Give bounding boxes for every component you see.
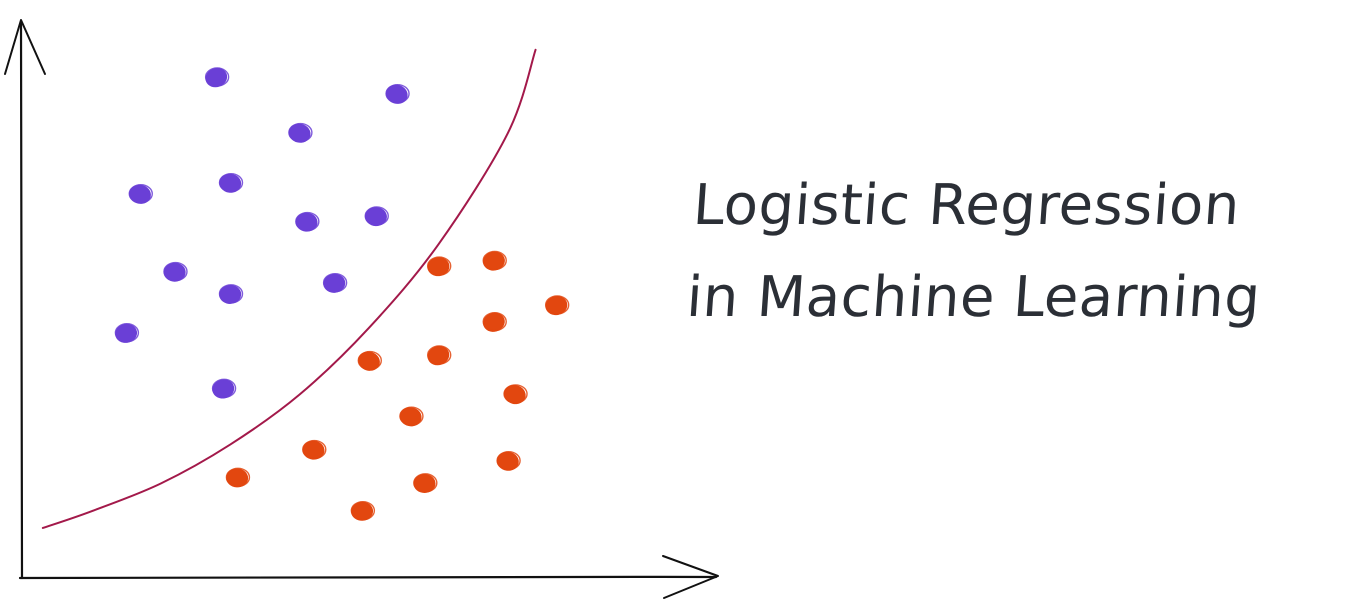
class-b-point: [399, 406, 424, 427]
title-line-2: in Machine Learning: [684, 265, 1263, 330]
axes: [4, 19, 719, 599]
class-b-point: [357, 350, 382, 371]
page-title: Logistic Regression in Machine Learning: [684, 160, 1357, 344]
logistic-regression-plot: [4, 19, 719, 599]
x-axis: [18, 575, 718, 580]
class-b-point: [482, 250, 507, 271]
class-a-point: [218, 284, 244, 304]
x-axis-arrowhead: [662, 555, 719, 599]
class-b-point: [482, 311, 507, 332]
class-b-point: [496, 450, 521, 471]
class-b-point: [427, 256, 452, 277]
class-a-point: [364, 206, 389, 227]
class-b-point: [503, 384, 528, 405]
class-a-point: [128, 184, 153, 204]
class-b-point: [413, 473, 438, 493]
class-a-point: [322, 273, 348, 293]
decision-boundary-curve: [41, 48, 537, 529]
class-a-point: [295, 211, 320, 232]
y-axis-arrowhead: [4, 19, 46, 75]
class-a-point: [218, 172, 244, 193]
class-a-point: [288, 122, 313, 143]
class-b-point: [225, 467, 251, 488]
class-a-point: [163, 261, 188, 282]
title-line-1: Logistic Regression: [690, 173, 1243, 238]
class-b-point: [350, 500, 376, 521]
class-b-point: [427, 345, 452, 366]
class-a-point: [211, 378, 237, 399]
y-axis: [19, 20, 24, 580]
class-a-point: [204, 67, 230, 88]
class-a-point: [385, 83, 410, 104]
class-a-point: [114, 323, 140, 343]
class-b-point: [302, 439, 327, 460]
class-b-point: [544, 295, 570, 316]
